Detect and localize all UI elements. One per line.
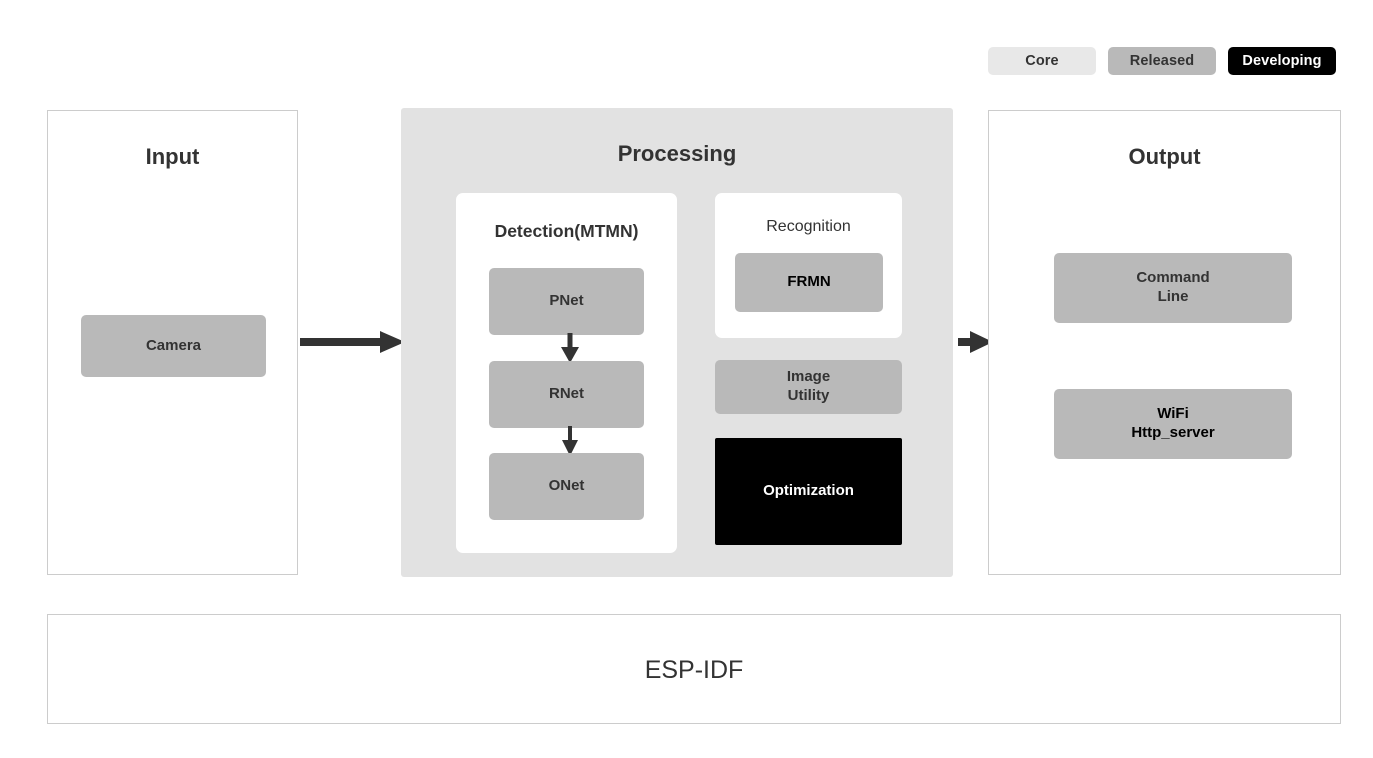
card-recognition: Recognition FRMN [715, 193, 902, 338]
arrow-rnet-to-onet [559, 426, 581, 456]
block-wifi-line1: WiFi [1157, 405, 1189, 423]
block-image-utility: Image Utility [715, 360, 902, 414]
panel-esp-idf: ESP-IDF [47, 614, 1341, 724]
block-optimization: Optimization [715, 438, 902, 545]
legend-badge-developing: Developing [1228, 47, 1336, 75]
card-recognition-title: Recognition [766, 218, 851, 235]
arrow-pnet-to-rnet [559, 333, 581, 363]
block-onet: ONet [489, 453, 644, 520]
legend: Core Released Developing [988, 47, 1336, 75]
block-command-line: Command Line [1054, 253, 1292, 323]
arrow-processing-to-output [958, 330, 994, 354]
block-command-line-line1: Command [1136, 269, 1210, 287]
block-wifi-http-server: WiFi Http_server [1054, 389, 1292, 459]
legend-badge-released: Released [1108, 47, 1216, 75]
block-image-utility-line1: Image [786, 368, 831, 386]
card-detection: Detection(MTMN) PNet RNet ONet [456, 193, 677, 553]
block-camera: Camera [81, 315, 266, 377]
arrow-input-to-processing [300, 330, 406, 354]
block-pnet: PNet [489, 268, 644, 335]
panel-processing-title: Processing [617, 141, 737, 166]
panel-input-title: Input [145, 144, 200, 169]
block-wifi-line2: Http_server [1131, 424, 1215, 441]
esp-idf-label: ESP-IDF [644, 656, 744, 684]
legend-badge-core: Core [988, 47, 1096, 75]
block-image-utility-line2: Utility [787, 387, 830, 404]
panel-output: Output Command Line WiFi Http_server [988, 110, 1341, 575]
block-rnet: RNet [489, 361, 644, 428]
panel-processing: Processing Detection(MTMN) PNet RNet ONe… [401, 108, 953, 577]
panel-input: Input Camera [47, 110, 298, 575]
panel-output-title: Output [1128, 144, 1201, 169]
block-frmn: FRMN [735, 253, 883, 312]
block-command-line-line2: Line [1157, 288, 1189, 305]
card-detection-title: Detection(MTMN) [494, 221, 639, 241]
